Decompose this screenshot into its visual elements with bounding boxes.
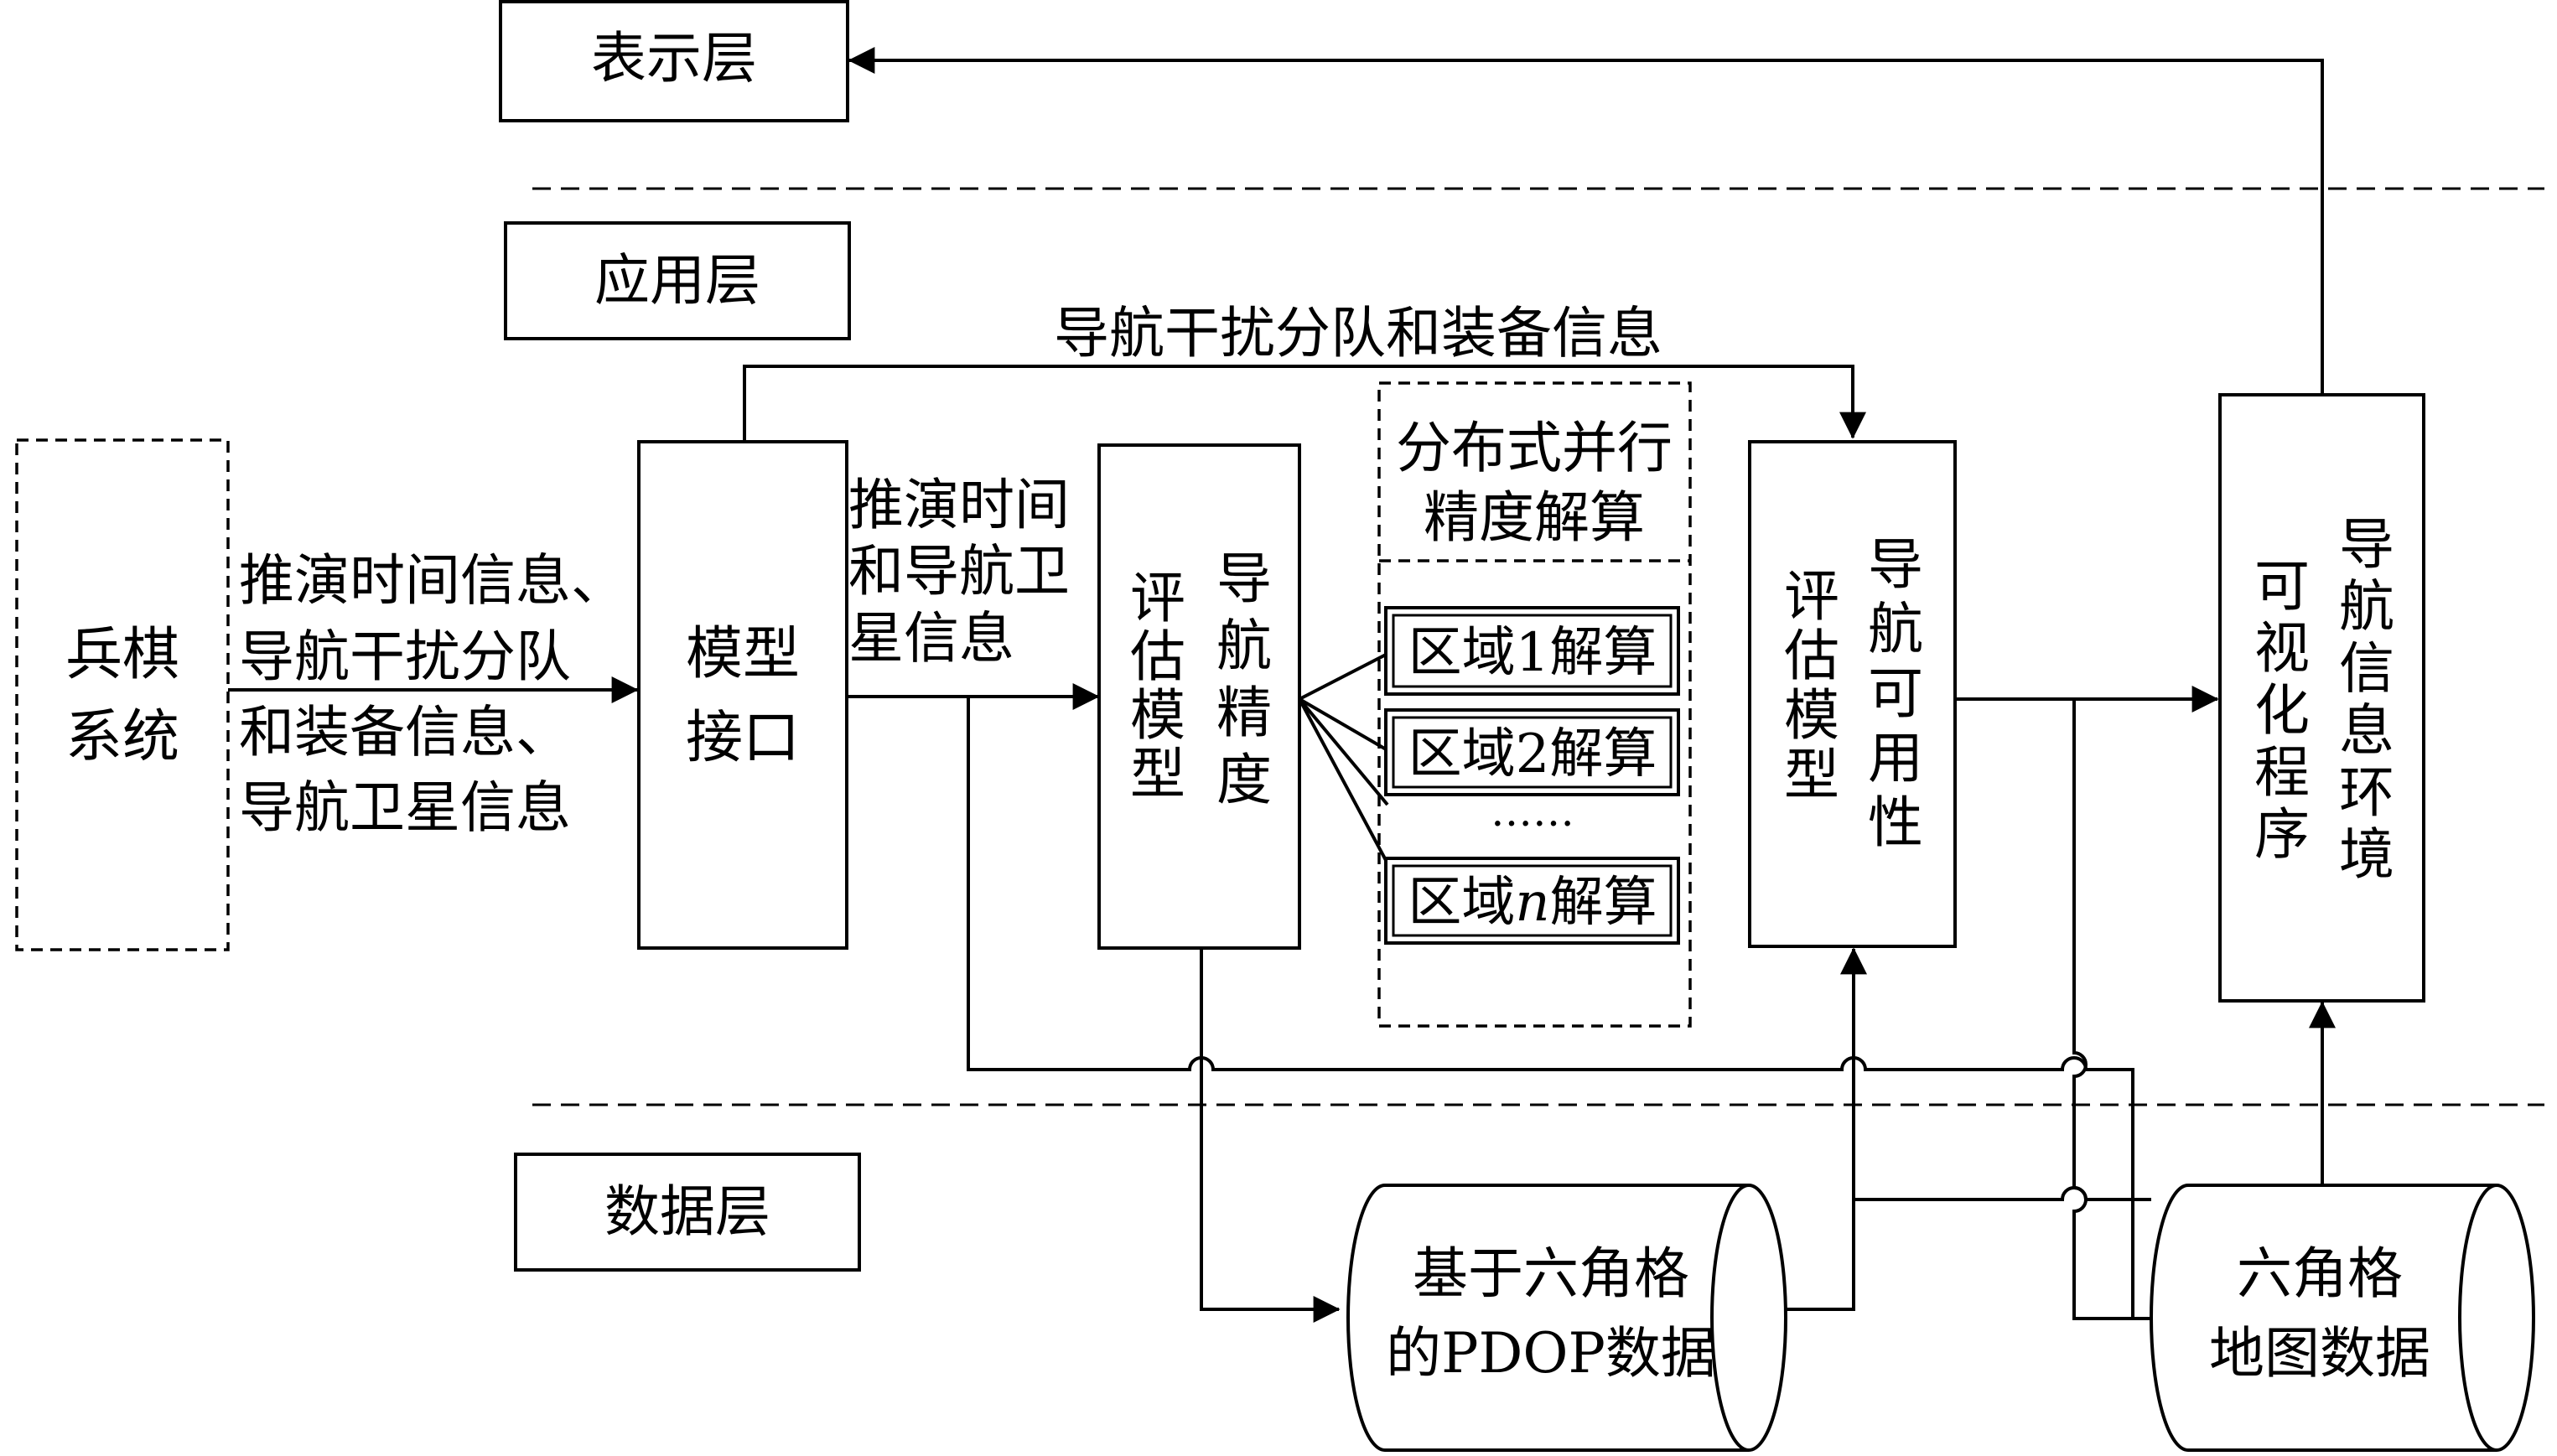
data-layer-label: 数据层 bbox=[604, 1179, 770, 1244]
label-accuracy-line1: 推演时间 bbox=[848, 473, 1070, 537]
model-interface-label-line2: 接口 bbox=[686, 705, 800, 771]
arrow-accuracy-to-pdop bbox=[1200, 948, 1341, 1323]
visualization-col1-c1: 可 bbox=[2254, 554, 2310, 619]
accuracy-model-col2-c3: 精 bbox=[1216, 681, 1272, 745]
visualization-col1-c3: 化 bbox=[2254, 678, 2310, 743]
parallel-title-line1: 分布式并行 bbox=[1396, 416, 1673, 480]
accuracy-model-col2-c2: 航 bbox=[1216, 614, 1272, 678]
fan-lines bbox=[1298, 652, 1389, 864]
availability-model-col2-c1: 导 bbox=[1868, 532, 1923, 597]
region-n-label: 区域n解算 bbox=[1408, 872, 1657, 934]
visualization-col2-c3: 信 bbox=[2339, 636, 2394, 701]
wargame-system-label-line1: 兵棋 bbox=[65, 622, 179, 688]
region-2-box: 区域2解算 bbox=[1384, 708, 1680, 796]
parallel-compute-group: 分布式并行 精度解算 bbox=[1377, 381, 1692, 1028]
visualization-node: 可 视 化 程 序 导 航 信 息 环 境 bbox=[2218, 393, 2425, 1003]
pdop-database: 基于六角格 的PDOP数据 bbox=[1346, 1184, 1787, 1452]
availability-model-col1-c3: 模 bbox=[1784, 683, 1839, 748]
availability-model-col1-c4: 型 bbox=[1784, 743, 1839, 807]
visualization-col2-c6: 境 bbox=[2339, 822, 2394, 887]
pdop-database-line2: 的PDOP数据 bbox=[1386, 1321, 1716, 1386]
availability-model-col2-c5: 性 bbox=[1868, 790, 1923, 855]
hexmap-database-line1: 六角格 bbox=[2237, 1241, 2403, 1306]
wargame-system-node: 兵棋 系统 bbox=[15, 438, 230, 951]
data-layer-box: 数据层 bbox=[514, 1153, 861, 1272]
visualization-col1-c2: 视 bbox=[2254, 616, 2310, 681]
arrow-pdop-to-availability bbox=[1766, 947, 1867, 1311]
label-wargame-line3: 和装备信息、 bbox=[239, 700, 571, 764]
accuracy-model-col1-c3: 模 bbox=[1130, 683, 1185, 748]
visualization-col2-c4: 息 bbox=[2339, 698, 2394, 763]
label-interface-to-availability: 导航干扰分队和装备信息 bbox=[1054, 301, 1662, 365]
hexmap-database: 六角格 地图数据 bbox=[2150, 1184, 2535, 1452]
visualization-col2-c5: 环 bbox=[2339, 760, 2394, 825]
model-interface-node: 模型 接口 bbox=[637, 440, 848, 950]
accuracy-model-col1-c2: 估 bbox=[1130, 624, 1185, 689]
wargame-system-label-line2: 系统 bbox=[65, 704, 179, 770]
availability-model-col1-c1: 评 bbox=[1784, 564, 1839, 629]
parallel-title-line2: 精度解算 bbox=[1424, 485, 1645, 550]
label-wargame-line1: 推演时间信息、 bbox=[239, 548, 626, 613]
presentation-layer-box: 表示层 bbox=[499, 0, 849, 122]
region-2-label: 区域2解算 bbox=[1408, 723, 1657, 785]
arrow-visualization-to-presentation bbox=[848, 47, 2324, 395]
arrow-interface-to-availability bbox=[743, 365, 1866, 442]
availability-model-col2-c2: 航 bbox=[1868, 597, 1923, 661]
link-pdop-branch bbox=[1854, 1186, 2151, 1201]
visualization-col2-c2: 航 bbox=[2339, 574, 2394, 639]
application-layer-box: 应用层 bbox=[504, 221, 851, 340]
pdop-database-line1: 基于六角格 bbox=[1413, 1241, 1689, 1306]
availability-model-col2-c4: 用 bbox=[1868, 726, 1923, 790]
label-wargame-line2: 导航干扰分队 bbox=[239, 624, 571, 689]
accuracy-model-col1-c1: 评 bbox=[1130, 566, 1185, 630]
accuracy-model-col2-c4: 度 bbox=[1216, 748, 1272, 812]
link-availability-to-map bbox=[2072, 699, 2151, 1320]
availability-model-node: 评 估 模 型 导 航 可 用 性 bbox=[1748, 440, 1957, 948]
visualization-col1-c4: 程 bbox=[2254, 740, 2310, 805]
accuracy-model-node: 评 估 模 型 导 航 精 度 bbox=[1097, 443, 1301, 950]
label-interface-to-accuracy: 推演时间 和导航卫 星信息 bbox=[848, 473, 1070, 671]
availability-model-col1-c2: 估 bbox=[1784, 624, 1839, 688]
model-interface-label-line1: 模型 bbox=[686, 621, 800, 687]
presentation-layer-label: 表示层 bbox=[591, 26, 757, 91]
label-wargame-to-interface: 推演时间信息、 导航干扰分队 和装备信息、 导航卫星信息 bbox=[239, 548, 626, 840]
region-1-label: 区域1解算 bbox=[1408, 622, 1657, 684]
region-n-box: 区域n解算 bbox=[1384, 857, 1680, 945]
region-1-box: 区域1解算 bbox=[1384, 606, 1680, 696]
label-accuracy-line2: 和导航卫 bbox=[848, 539, 1070, 604]
label-wargame-line4: 导航卫星信息 bbox=[239, 775, 571, 840]
hexmap-database-line2: 地图数据 bbox=[2209, 1321, 2430, 1386]
visualization-col2-c1: 导 bbox=[2339, 512, 2394, 577]
region-ellipsis: …… bbox=[1491, 787, 1574, 836]
accuracy-model-col2-c1: 导 bbox=[1216, 547, 1272, 611]
availability-model-col2-c3: 可 bbox=[1868, 661, 1923, 726]
visualization-col1-c5: 序 bbox=[2254, 802, 2310, 867]
label-accuracy-line3: 星信息 bbox=[848, 606, 1014, 671]
application-layer-label: 应用层 bbox=[594, 248, 760, 313]
accuracy-model-col1-c4: 型 bbox=[1130, 742, 1185, 806]
